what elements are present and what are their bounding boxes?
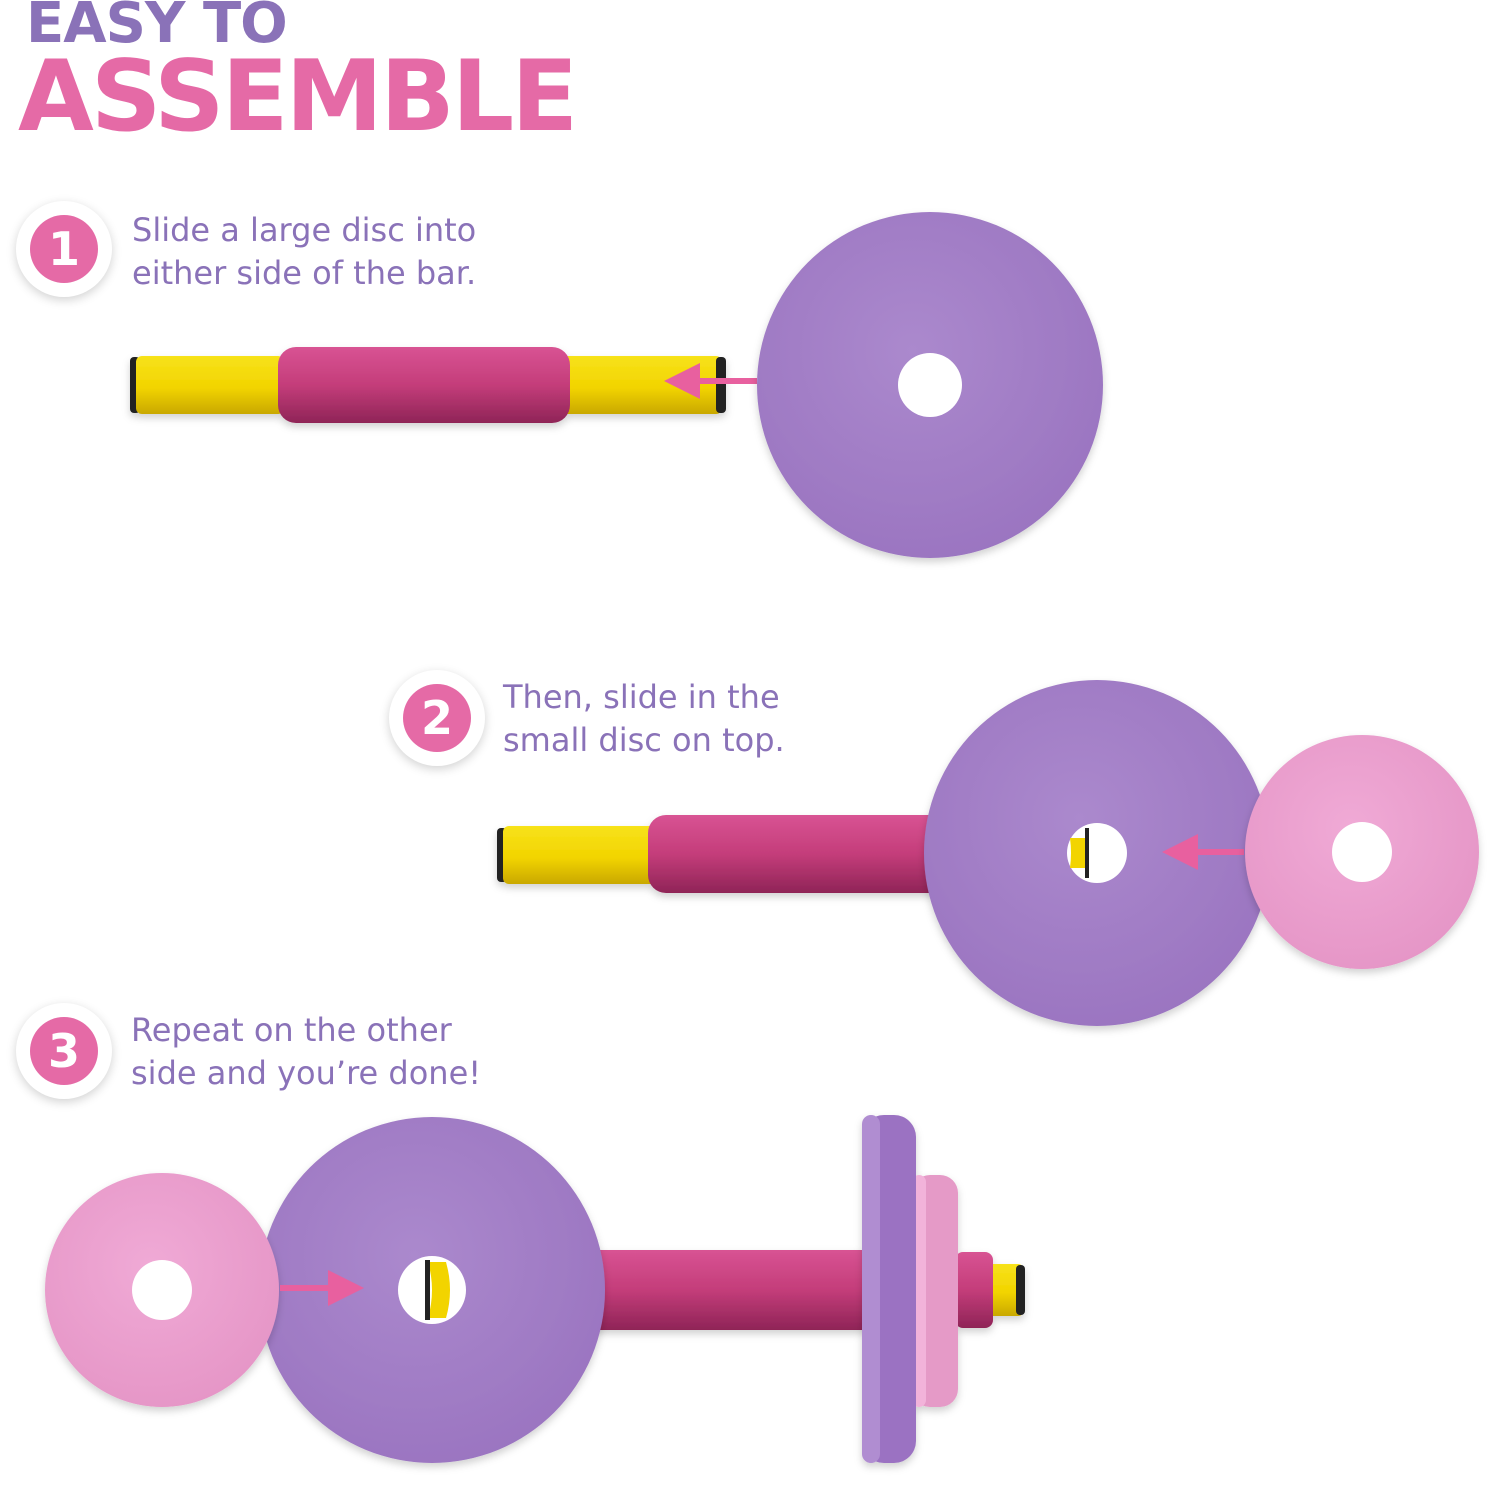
step-3-arrow [280, 1270, 364, 1306]
step-3-assembled-end [862, 1115, 1025, 1463]
step-2-large-disc [924, 680, 1270, 1026]
step-1-large-disc [757, 212, 1103, 558]
step-3-badge: 3 [16, 1003, 112, 1099]
bar-grip [278, 347, 570, 423]
step-3-bar [580, 1250, 880, 1330]
step-2-number: 2 [403, 684, 471, 752]
step-3-large-disc-left [259, 1117, 605, 1463]
headline-easy-to: EASY TO [26, 0, 288, 56]
step-1-bar [130, 347, 726, 423]
step-1-arrow [664, 363, 757, 399]
step-3-line-2: side and you’re done! [131, 1054, 482, 1092]
headline-assemble: ASSEMBLE [18, 40, 578, 154]
bar-yellow-left [136, 356, 284, 414]
step-2-small-disc [1245, 735, 1479, 969]
bar-yellow-right [562, 356, 722, 414]
step-2-badge: 2 [389, 670, 485, 766]
step-1-line-1: Slide a large disc into [132, 211, 477, 249]
step-3-line-1: Repeat on the other [131, 1011, 452, 1049]
step-3-number: 3 [30, 1017, 98, 1085]
step-2-line-1: Then, slide in the [503, 678, 780, 716]
step-2-bar [497, 815, 948, 893]
step-2-arrow [1162, 834, 1244, 870]
step-2-text: Then, slide in the small disc on top. [503, 676, 785, 762]
step-3-text: Repeat on the other side and you’re done… [131, 1009, 481, 1095]
step-1-line-2: either side of the bar. [132, 254, 477, 292]
step-1-number: 1 [30, 215, 98, 283]
step-1-text: Slide a large disc into either side of t… [132, 209, 476, 295]
bar-end-cap-right [716, 357, 726, 413]
step-3-small-disc-left [45, 1173, 279, 1407]
step-1-badge: 1 [16, 201, 112, 297]
step-2-line-2: small disc on top. [503, 721, 785, 759]
